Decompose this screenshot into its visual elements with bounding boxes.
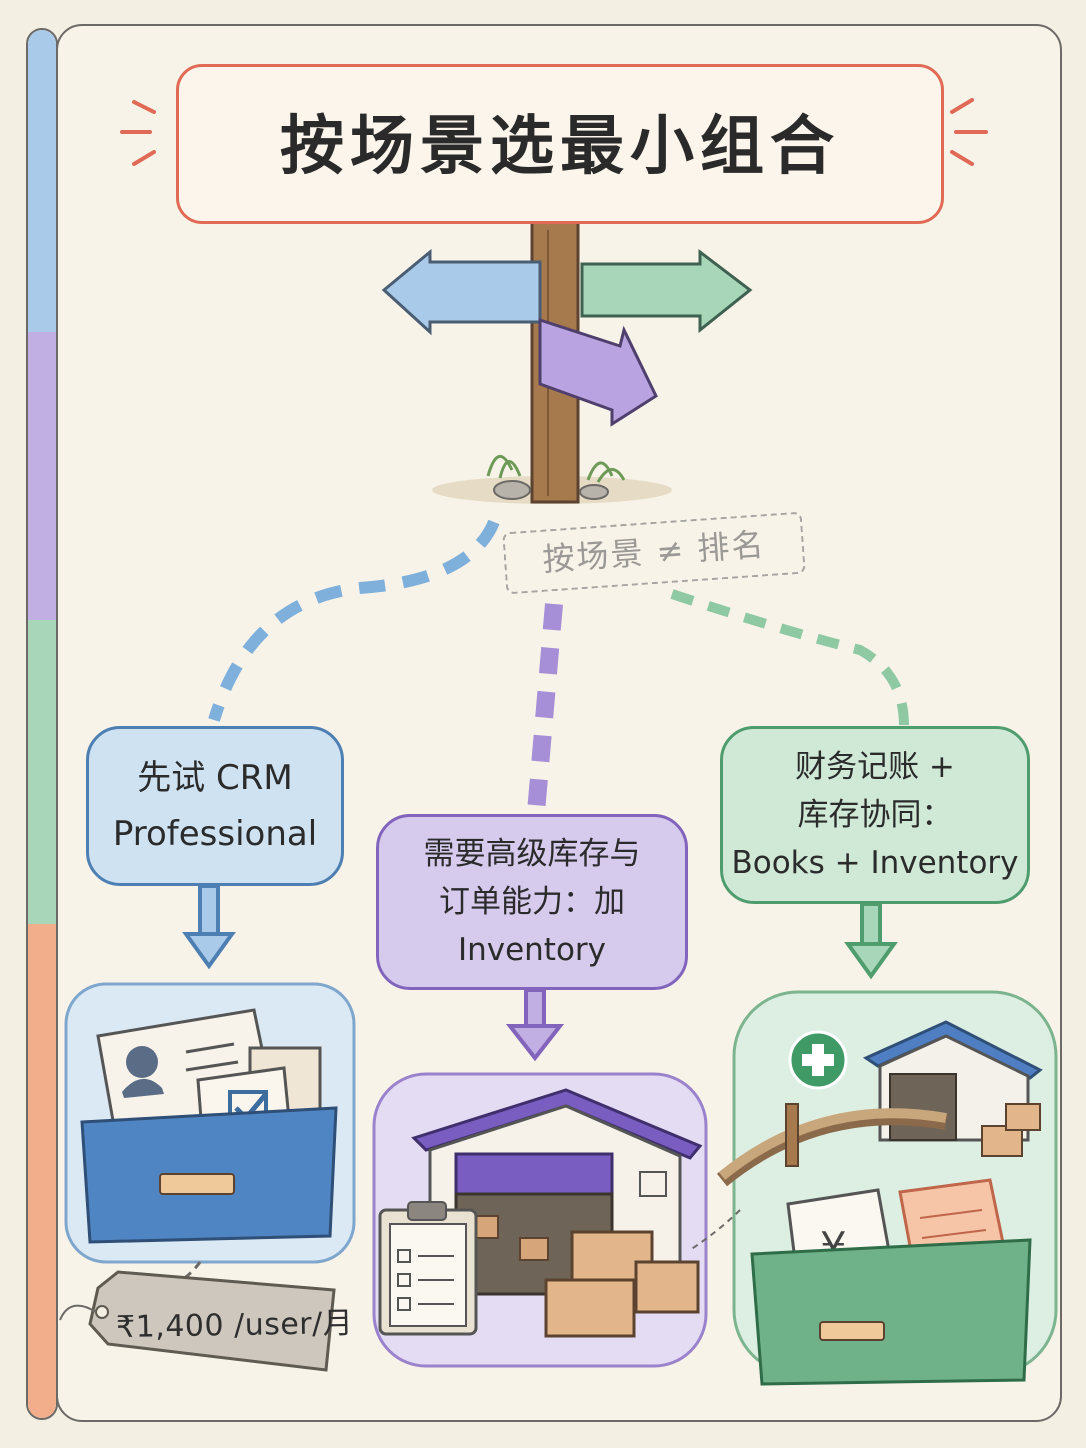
bubble-crm-line2: Professional: [112, 814, 318, 854]
down-arrow-icon-inventory: [505, 988, 565, 1062]
title-card: 按场景选最小组合: [176, 64, 944, 224]
title-spark-icon-left: [120, 100, 156, 166]
price-tag-icon: [59, 1270, 336, 1372]
bubble-inventory-line2: 订单能力：加: [439, 884, 625, 920]
bubble-books-line3: Books + Inventory: [731, 845, 1019, 881]
signpost-icon: [381, 210, 753, 504]
color-spine: [26, 28, 58, 1420]
bubble-crm: 先试 CRM Professional: [86, 726, 344, 886]
connector-purple: [527, 603, 563, 813]
price-tag-label: ₹1,400 /user/月: [115, 1305, 354, 1346]
connector-blue: [208, 519, 500, 722]
bubble-inventory: 需要高级库存与 订单能力：加 Inventory: [376, 814, 688, 990]
connector-green: [670, 589, 909, 727]
bubble-crm-line1: 先试 CRM: [137, 758, 293, 798]
crm-drawer-icon: [64, 982, 356, 1302]
bubble-books: 财务记账 + 库存协同： Books + Inventory: [720, 726, 1030, 904]
bubble-inventory-line3: Inventory: [457, 932, 607, 968]
down-arrow-icon-books: [844, 902, 898, 980]
down-arrow-icon-crm: [182, 884, 236, 970]
bubble-inventory-line1: 需要高级库存与: [423, 836, 641, 872]
bubble-books-line1: 财务记账 +: [795, 749, 955, 785]
bubble-books-line2: 库存协同：: [797, 797, 953, 833]
page-title: 按场景选最小组合: [280, 110, 840, 184]
title-spark-icon-right: [950, 98, 988, 166]
warehouse-icon: [372, 1072, 708, 1368]
books-inventory-icon: ¥: [689, 990, 1058, 1386]
